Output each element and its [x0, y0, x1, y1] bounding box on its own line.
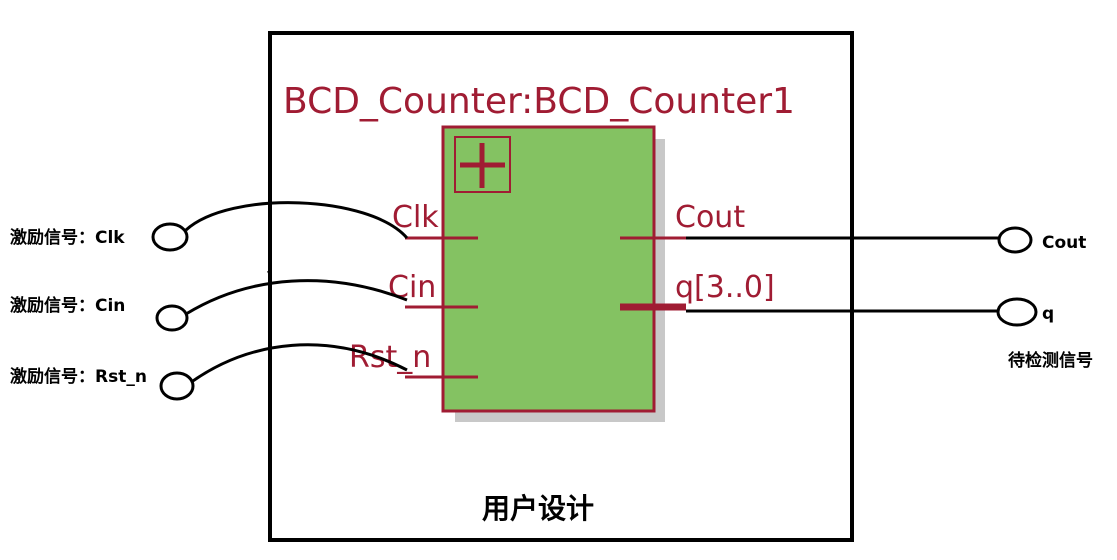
wire-dot — [267, 270, 271, 276]
port-label-cin: Cin — [388, 270, 436, 305]
instance-title: BCD_Counter:BCD_Counter1 — [283, 81, 795, 122]
input-label-cin: 激励信号：Cin — [10, 295, 125, 316]
input-label-clk: 激励信号：Clk — [10, 227, 125, 248]
wire-rstn — [189, 343, 408, 385]
terminal-q[interactable] — [996, 297, 1038, 327]
module-block[interactable] — [441, 125, 656, 413]
plus-icon[interactable] — [454, 136, 511, 193]
port-label-q: q[3..0] — [675, 270, 775, 305]
terminal-clk[interactable] — [151, 222, 189, 252]
output-group-label: 待检测信号 — [1008, 350, 1093, 371]
port-label-clk: Clk — [392, 200, 439, 235]
terminal-cout[interactable] — [997, 226, 1033, 254]
port-label-rstn: Rst_n — [349, 340, 431, 375]
design-caption: 用户设计 — [482, 492, 594, 525]
input-label-rstn: 激励信号：Rst_n — [10, 366, 147, 387]
terminal-cin[interactable] — [155, 304, 189, 332]
terminal-rstn[interactable] — [159, 371, 195, 401]
wire-cin — [185, 279, 408, 316]
output-label-q: q — [1042, 304, 1054, 324]
user-design-frame — [268, 31, 854, 542]
wire-clk — [184, 201, 409, 239]
output-label-cout: Cout — [1042, 233, 1086, 253]
port-label-cout: Cout — [675, 200, 745, 235]
